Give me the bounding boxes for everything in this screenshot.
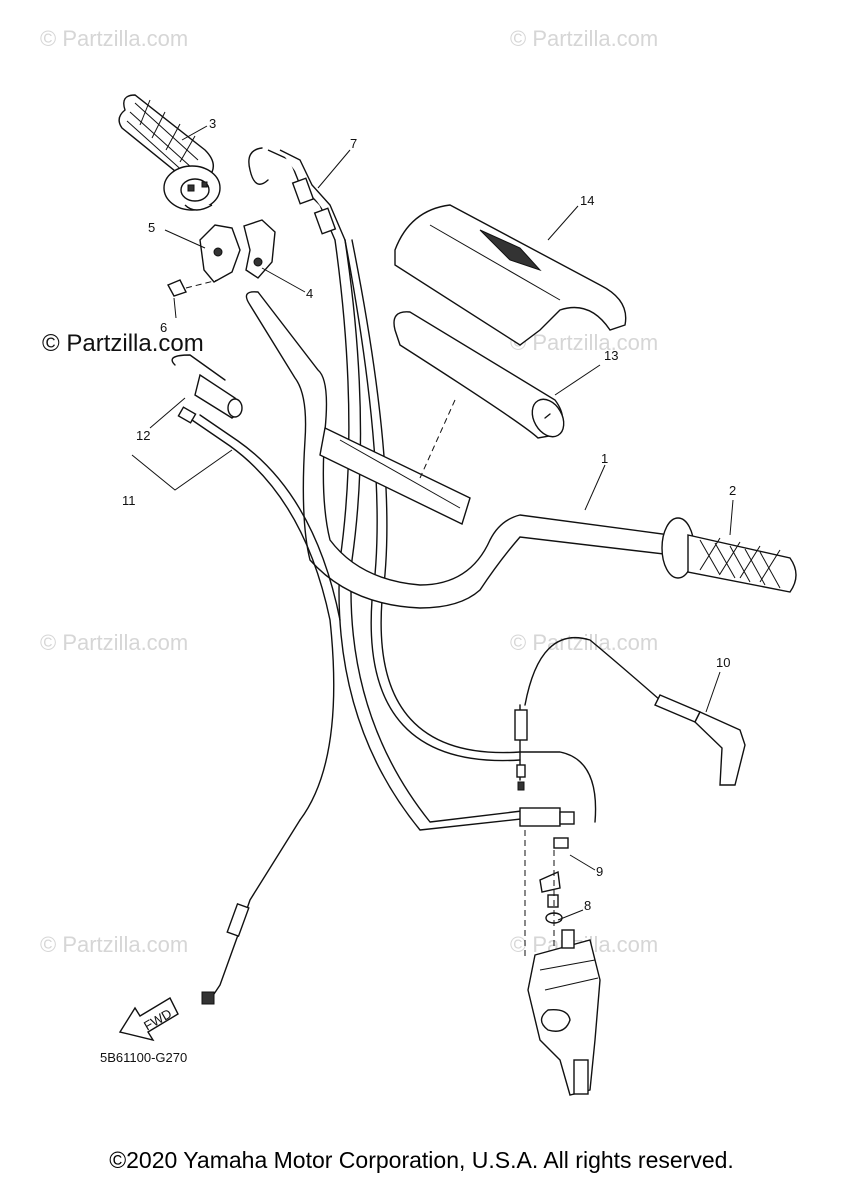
watermark: © Partzilla.com	[40, 630, 189, 655]
callout-1: 1	[601, 451, 608, 466]
throttle-housing	[199, 219, 276, 283]
callout-14: 14	[580, 193, 594, 208]
throttle-grip	[118, 94, 221, 211]
carburetor	[524, 830, 601, 1096]
callout-7: 7	[350, 136, 357, 151]
callout-9: 9	[596, 864, 603, 879]
hot-start-cable	[177, 406, 341, 1005]
callout-4: 4	[306, 286, 313, 301]
callout-8: 8	[584, 898, 591, 913]
watermark: © Partzilla.com	[40, 26, 189, 51]
callout-13: 13	[604, 348, 618, 363]
choke-lever	[514, 636, 746, 791]
watermark: © Partzilla.com	[40, 932, 189, 957]
handlebar-pad-cover	[394, 204, 627, 346]
screw	[167, 279, 219, 297]
callout-2: 2	[729, 483, 736, 498]
callout-5: 5	[148, 220, 155, 235]
copyright-notice: ©2020 Yamaha Motor Corporation, U.S.A. A…	[109, 1147, 734, 1173]
callout-leaders	[131, 125, 734, 921]
watermark: © Partzilla.com	[510, 26, 659, 51]
watermark: © Partzilla.com	[42, 330, 204, 357]
left-grip	[661, 517, 797, 593]
watermark: © Partzilla.com	[510, 630, 659, 655]
callout-10: 10	[716, 655, 730, 670]
callout-6: 6	[160, 320, 167, 335]
forward-arrow: FWD	[118, 997, 179, 1042]
throttle-cable-top	[248, 147, 346, 241]
diagram-code: 5B61100-G270	[100, 1050, 188, 1065]
callout-12: 12	[136, 428, 150, 443]
handlebar	[245, 291, 673, 609]
handlebar-foam-pad	[393, 311, 565, 439]
callout-3: 3	[209, 116, 216, 131]
callout-11: 11	[122, 493, 136, 508]
cable-guide	[171, 354, 243, 419]
